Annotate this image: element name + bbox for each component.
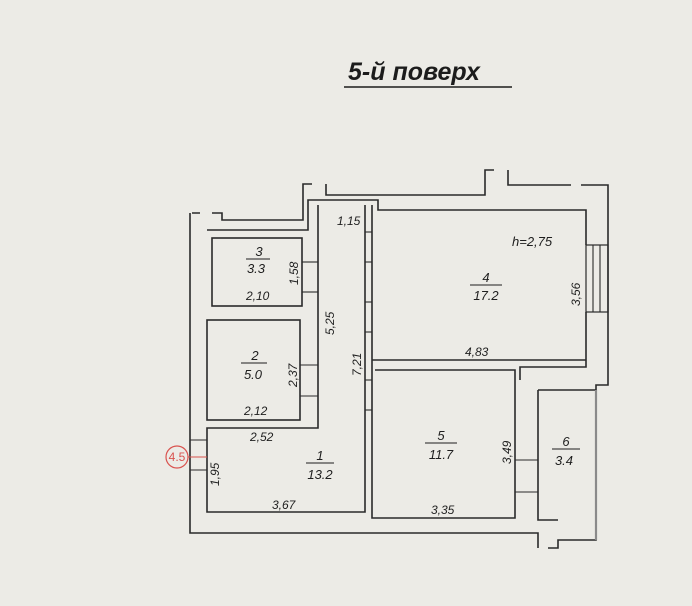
dimension-label: 1,95 bbox=[208, 462, 222, 486]
room-number: 3 bbox=[255, 244, 263, 259]
room-5-label: 5 11.7 bbox=[425, 428, 457, 462]
room-3-label: 3 3.3 bbox=[246, 244, 270, 276]
dimension-label: 3,49 bbox=[500, 440, 514, 464]
room-2-label: 2 5.0 bbox=[241, 348, 267, 382]
room-1-label: 1 13.2 bbox=[306, 448, 334, 482]
room-area: 5.0 bbox=[244, 367, 263, 382]
ceiling-height-note: h=2,75 bbox=[512, 234, 553, 249]
dimension-labels: 1,15 1,58 2,10 5,25 2,37 2,12 7,21 2,52 … bbox=[208, 214, 583, 517]
dimension-label: 3,35 bbox=[431, 503, 455, 517]
dimension-label: 2,37 bbox=[286, 362, 300, 388]
dimension-label: 3,56 bbox=[569, 282, 583, 306]
room-number: 6 bbox=[562, 434, 570, 449]
room-number: 2 bbox=[250, 348, 259, 363]
room-area: 3.4 bbox=[555, 453, 573, 468]
dimension-label: 7,21 bbox=[350, 353, 364, 376]
room-6-label: 6 3.4 bbox=[552, 434, 580, 468]
interior-walls bbox=[190, 205, 586, 519]
dimension-label: 1,58 bbox=[287, 261, 301, 285]
room-4-label: 4 17.2 bbox=[470, 270, 502, 303]
room-area: 17.2 bbox=[473, 288, 499, 303]
outer-walls bbox=[189, 169, 609, 549]
room-number: 1 bbox=[316, 448, 323, 463]
dimension-label: 3,67 bbox=[272, 498, 297, 512]
dimension-label: 2,52 bbox=[249, 430, 274, 444]
page-title: 5-й поверх bbox=[348, 58, 481, 86]
section-marker: 4.5 bbox=[165, 445, 207, 469]
room-number: 4 bbox=[482, 270, 489, 285]
dimension-label: 2,10 bbox=[245, 289, 270, 303]
window bbox=[585, 244, 609, 313]
room-number: 5 bbox=[437, 428, 445, 443]
room-area: 11.7 bbox=[429, 447, 454, 462]
section-marker-label: 4.5 bbox=[169, 450, 186, 464]
dimension-label: 4,83 bbox=[465, 345, 489, 359]
room-area: 3.3 bbox=[247, 261, 266, 276]
dimension-label: 5,25 bbox=[323, 311, 337, 335]
room-area: 13.2 bbox=[307, 467, 333, 482]
dimension-label: 2,12 bbox=[243, 404, 268, 418]
dimension-label: 1,15 bbox=[337, 214, 361, 228]
